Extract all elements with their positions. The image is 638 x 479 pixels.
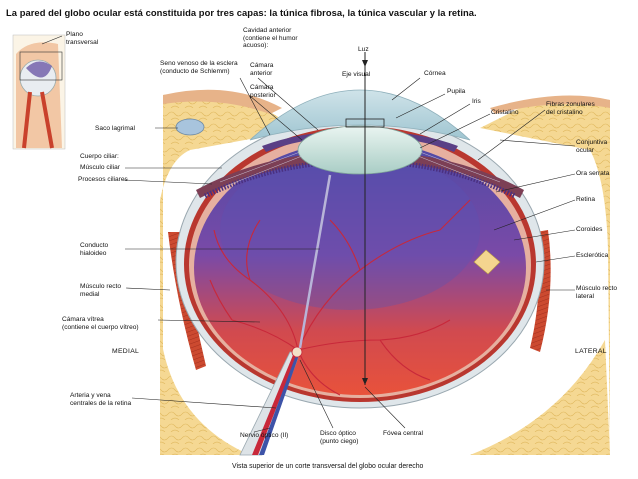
leader-lines <box>41 35 576 433</box>
diagram-title: La pared del globo ocular está constitui… <box>6 7 477 18</box>
label-musculo-recto-lateral: Músculo recto lateral <box>576 285 618 300</box>
label-pupila: Pupila <box>447 88 466 95</box>
lacrimal-sac-shape <box>175 118 205 136</box>
label-lateral: LATERAL <box>575 348 607 355</box>
lens-shape <box>297 125 423 175</box>
label-saco-lagrimal: Saco lagrimal <box>95 125 135 132</box>
label-camara-vitrea: Cámara vítrea (contiene el cuerpo vítreo… <box>62 316 139 331</box>
zonular-fibers <box>219 151 501 187</box>
ciliary-body-shape <box>196 151 524 198</box>
label-musculo-ciliar: Músculo ciliar <box>80 164 120 171</box>
label-fibras-zonulares: Fibras zonulares del cristalino <box>546 101 595 116</box>
label-conducto-hialoideo: Conducto hialoideo <box>80 242 109 257</box>
cornea-shape <box>249 89 471 141</box>
label-retina: Retina <box>576 196 596 203</box>
light-arrow-icon <box>362 60 368 67</box>
label-camara-posterior: Cámara posterior <box>250 84 276 99</box>
label-cavidad-anterior: Cavidad anterior (contiene el humor acuo… <box>243 27 298 50</box>
label-nervio-optico: Nervio óptico (II) <box>240 432 289 439</box>
label-conjuntiva: Conjuntiva ocular <box>576 139 608 154</box>
inset-thumbnail <box>12 34 66 150</box>
optic-disc-shape <box>291 346 303 358</box>
label-seno-venoso: Seno venoso de la esclera (conducto de S… <box>160 60 238 75</box>
label-ora-serrata: Ora serrata <box>576 170 610 177</box>
label-eje-visual: Eje visual <box>342 71 371 78</box>
label-plano-transversal: Plano transversal <box>66 31 99 46</box>
diagram-caption: Vista superior de un corte transversal d… <box>232 463 424 470</box>
label-camara-anterior: Cámara anterior <box>250 62 274 77</box>
label-arteria-vena: Arteria y vena centrales de la retina <box>70 392 132 407</box>
label-disco-optico: Disco óptico (punto ciego) <box>320 430 359 445</box>
label-luz: Luz <box>358 46 369 53</box>
label-iris: Iris <box>472 98 481 105</box>
label-esclerotica: Esclerótica <box>576 252 609 259</box>
label-musculo-recto-medial: Músculo recto medial <box>80 283 122 298</box>
label-procesos-ciliares: Procesos ciliares <box>78 176 128 183</box>
eyelid-medial <box>163 89 282 114</box>
eyelid-lateral <box>490 95 610 114</box>
hyaloid-canal-shape <box>298 174 332 349</box>
label-fovea-central: Fóvea central <box>383 430 423 437</box>
label-coroides: Coroides <box>576 226 603 233</box>
label-cornea: Córnea <box>424 70 446 77</box>
label-cristalino: Cristalino <box>491 109 519 116</box>
label-medial: MEDIAL <box>112 348 140 355</box>
label-cuerpo-ciliar: Cuerpo ciliar: <box>80 153 119 160</box>
vitreous-body <box>194 141 526 395</box>
